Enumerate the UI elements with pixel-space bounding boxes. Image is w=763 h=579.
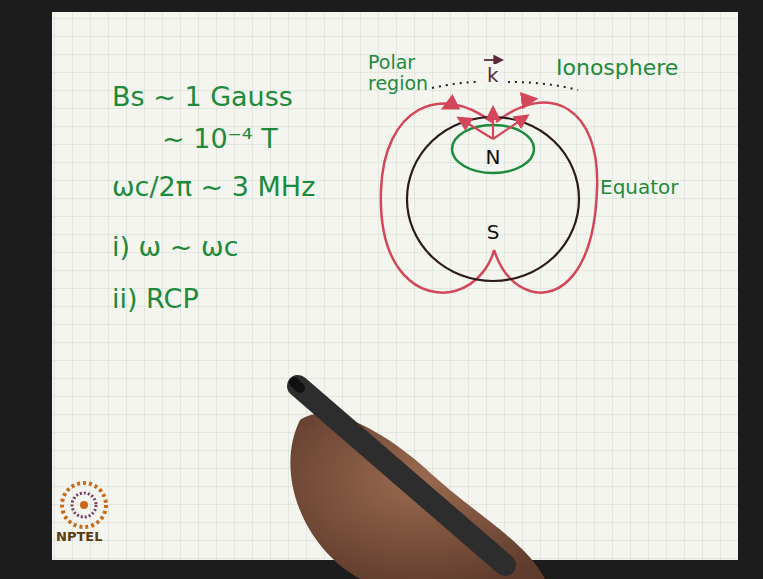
diagram-label: k — [485, 64, 501, 86]
equation-text: Bs ~ 1 Gauss — [112, 82, 293, 112]
field-arrow — [527, 99, 535, 100]
equation-text: ωc/2π ~ 3 MHz — [112, 172, 315, 202]
ionosphere-line — [432, 82, 478, 88]
equation-text: ~ 10⁻⁴ T — [162, 124, 278, 154]
logo — [62, 483, 106, 527]
node-outline — [406, 116, 580, 282]
earth-circle: NS — [406, 116, 580, 282]
pole-label: N — [486, 146, 501, 168]
diagram-label: Equator — [600, 176, 679, 198]
field-line — [381, 104, 494, 293]
polar-cap: N — [451, 124, 535, 174]
logo-text: NPTEL — [56, 530, 102, 544]
vector-arrow — [484, 59, 502, 61]
equation-text: ii) RCP — [112, 284, 199, 314]
diagram-label: Polar region — [368, 52, 438, 94]
equation-text: i) ω ~ ωc — [112, 232, 238, 262]
diagram-label: Ionosphere — [556, 56, 678, 80]
ionosphere-line — [508, 82, 578, 90]
marker-tip — [294, 382, 300, 388]
field-arrow — [444, 104, 452, 108]
pole-label: S — [487, 221, 500, 243]
marker-pen — [298, 386, 505, 565]
